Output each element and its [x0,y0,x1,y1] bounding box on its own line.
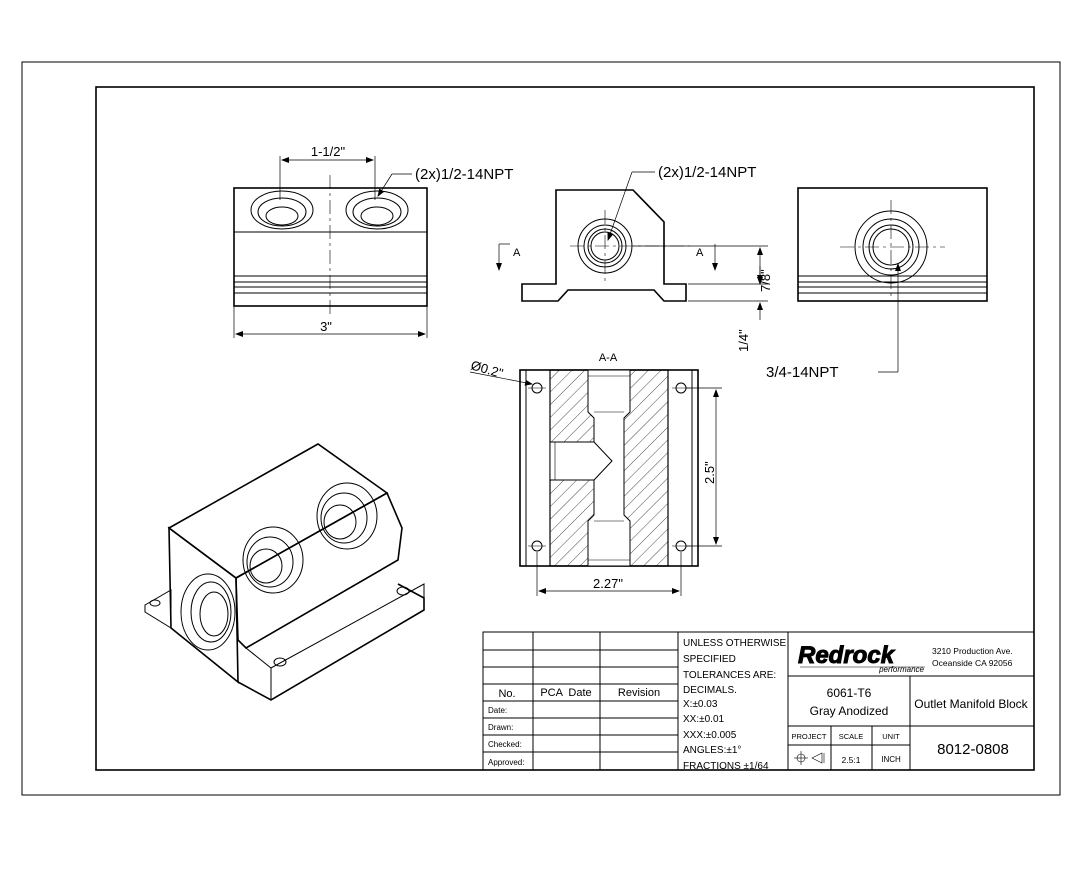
project-label: PROJECT [791,732,826,741]
projection-symbol-icon [794,751,825,765]
rev-header-no: No. [498,688,515,700]
tol-line: FRACTIONS ±1/64 [683,761,769,772]
company-logo: Redrock performance [798,642,925,674]
company-address-2: Oceanside CA 92056 [932,658,1013,668]
side-height-dim: 7/8" [758,269,773,292]
section-width-dim: 2.27" [593,576,623,591]
tol-line: DECIMALS. [683,685,737,696]
company-address-1: 3210 Production Ave. [932,646,1013,656]
finish: Gray Anodized [810,704,889,718]
front-view: 1-1/2" (2x)1/2-14NPT 3" [233,144,513,338]
row-label-checked: Checked: [488,740,522,749]
unit-label: UNIT [882,732,900,741]
tol-line: UNLESS OTHERWISE [683,638,786,649]
row-label-drawn: Drawn: [488,723,513,732]
front-hole-spacing-dim: 1-1/2" [311,144,346,159]
material: 6061-T6 [827,686,872,700]
section-height-dim: 2.5" [702,461,717,484]
rev-header-pca-date: PCA Date [540,687,591,699]
front-ports-callout: (2x)1/2-14NPT [415,166,513,183]
outer-border [21,61,1061,796]
part-name: Outlet Manifold Block [914,697,1028,711]
row-label-date: Date: [488,706,507,715]
scale-value: 2.5:1 [842,755,861,765]
section-view: A-A Ø0.2" 2.5" 2.27" [469,352,722,596]
unit-value: INCH [881,755,901,764]
tol-line: ANGLES:±1° [683,745,741,756]
tolerance-notes: UNLESS OTHERWISE SPECIFIED TOLERANCES AR… [683,638,786,772]
logo-subtext: performance [878,665,924,674]
right-port-callout: 3/4-14NPT [766,364,839,381]
tol-line: XXX:±0.005 [683,730,737,741]
tol-line: TOLERANCES ARE: [683,670,776,681]
scale-label: SCALE [839,732,864,741]
front-width-dim: 3" [320,319,332,334]
tol-line: SPECIFIED [683,654,736,665]
section-marker-left: A [513,247,521,259]
section-marker-right: A [696,247,704,259]
logo-text: Redrock [798,642,896,669]
row-label-approved: Approved: [488,758,524,767]
tol-line: XX:±0.01 [683,714,725,725]
isometric-view [144,443,425,701]
side-base-dim: 1/4" [736,329,751,352]
right-view: 3/4-14NPT [766,187,988,381]
side-ports-callout: (2x)1/2-14NPT [658,164,756,181]
section-hole-dia: Ø0.2" [469,357,505,381]
rev-header-revision: Revision [618,687,660,699]
title-block: No. PCA Date Revision Date: Drawn: Check… [482,631,1035,772]
side-view: (2x)1/2-14NPT A A 7/8" 1/4" [496,164,773,352]
section-title: A-A [599,352,618,364]
part-number: 8012-0808 [937,741,1009,758]
tol-line: X:±0.03 [683,699,718,710]
